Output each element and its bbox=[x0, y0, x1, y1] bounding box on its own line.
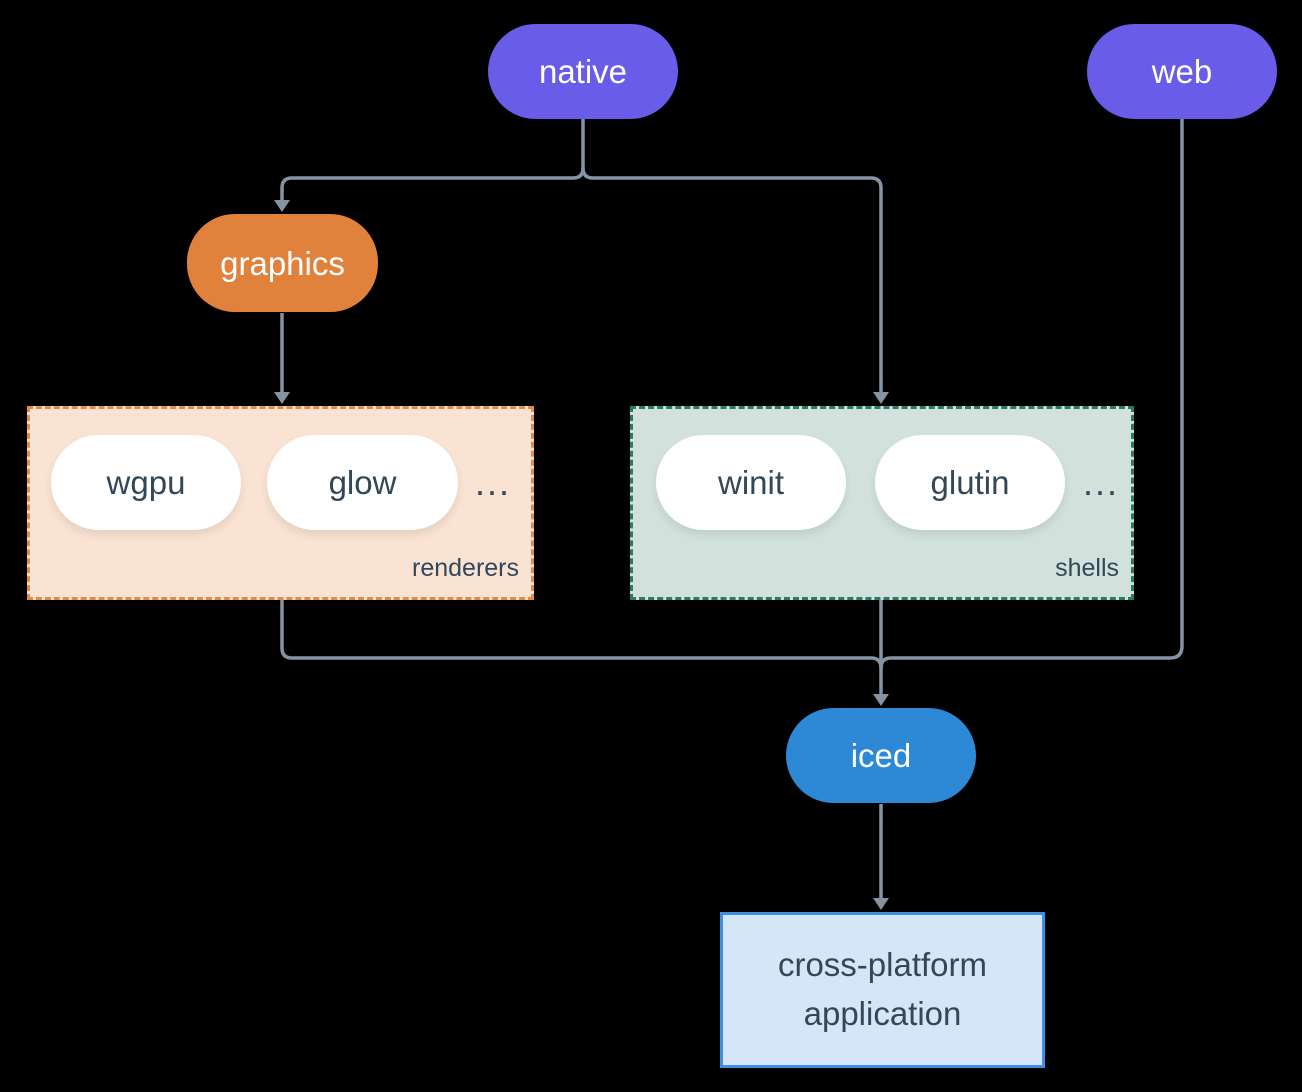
node-cross-platform-application: cross-platform application bbox=[720, 912, 1045, 1068]
app-label-line1: cross-platform bbox=[777, 946, 988, 984]
node-wgpu-label: wgpu bbox=[106, 464, 186, 501]
edge-native-to-graphics bbox=[280, 167, 585, 200]
node-graphics: graphics bbox=[187, 214, 378, 312]
arrowhead-into-renderers bbox=[274, 392, 290, 404]
node-glow: glow bbox=[267, 435, 458, 530]
node-glutin: glutin bbox=[875, 435, 1065, 530]
shells-group-label: shells bbox=[1055, 554, 1119, 582]
arrowhead-into-shells bbox=[873, 392, 889, 404]
node-native: native bbox=[488, 24, 678, 119]
group-renderers: wgpu glow ... renderers bbox=[27, 406, 534, 600]
node-winit-label: winit bbox=[717, 464, 785, 501]
node-winit: winit bbox=[656, 435, 846, 530]
edge-native-to-shells bbox=[581, 167, 883, 392]
arrowhead-into-graphics bbox=[274, 200, 290, 212]
node-iced-label: iced bbox=[850, 737, 912, 774]
node-glow-label: glow bbox=[328, 464, 397, 501]
node-glutin-label: glutin bbox=[930, 464, 1010, 501]
app-label-line2: application bbox=[803, 995, 962, 1032]
node-iced: iced bbox=[786, 708, 976, 803]
node-native-label: native bbox=[538, 53, 628, 90]
arrowhead-into-iced bbox=[873, 694, 889, 706]
shells-ellipsis: ... bbox=[1082, 461, 1119, 503]
node-graphics-label: graphics bbox=[220, 244, 345, 282]
renderers-group-label: renderers bbox=[412, 554, 519, 582]
node-wgpu: wgpu bbox=[51, 435, 241, 530]
renderers-ellipsis: ... bbox=[474, 461, 511, 503]
edge-renderers-to-merge bbox=[280, 600, 883, 669]
node-web: web bbox=[1087, 24, 1277, 119]
arrowhead-into-app bbox=[873, 898, 889, 910]
group-shells: winit glutin ... shells bbox=[630, 406, 1134, 600]
node-web-label: web bbox=[1151, 53, 1213, 90]
